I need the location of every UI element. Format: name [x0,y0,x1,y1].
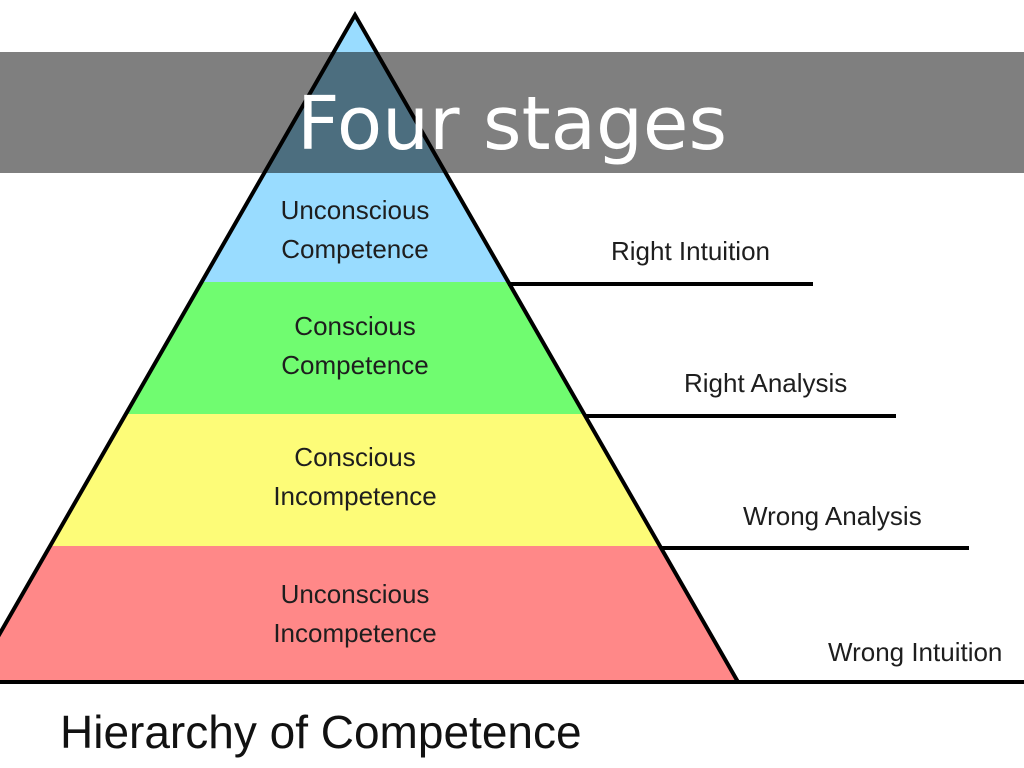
level-label: Competence [281,350,428,380]
level-label: Conscious [294,442,415,472]
banner-overlay [0,52,1024,173]
band-unconscious-incompetence [0,546,738,682]
band-conscious-competence [126,282,584,414]
level-label: Incompetence [273,618,436,648]
banner-title: Four stages [297,81,727,167]
diagram-title: Hierarchy of Competence [60,706,582,758]
side-label-right-intuition: Right Intuition [611,236,770,266]
pyramid-outline [0,10,740,683]
band-conscious-incompetence [50,414,660,546]
level-label: Incompetence [273,481,436,511]
side-label-wrong-analysis: Wrong Analysis [743,501,922,531]
side-label-right-analysis: Right Analysis [684,368,847,398]
level-label: Conscious [294,311,415,341]
level-label: Competence [281,234,428,264]
level-label: Unconscious [281,579,430,609]
level-label: Unconscious [281,195,430,225]
side-label-wrong-intuition: Wrong Intuition [828,637,1002,667]
